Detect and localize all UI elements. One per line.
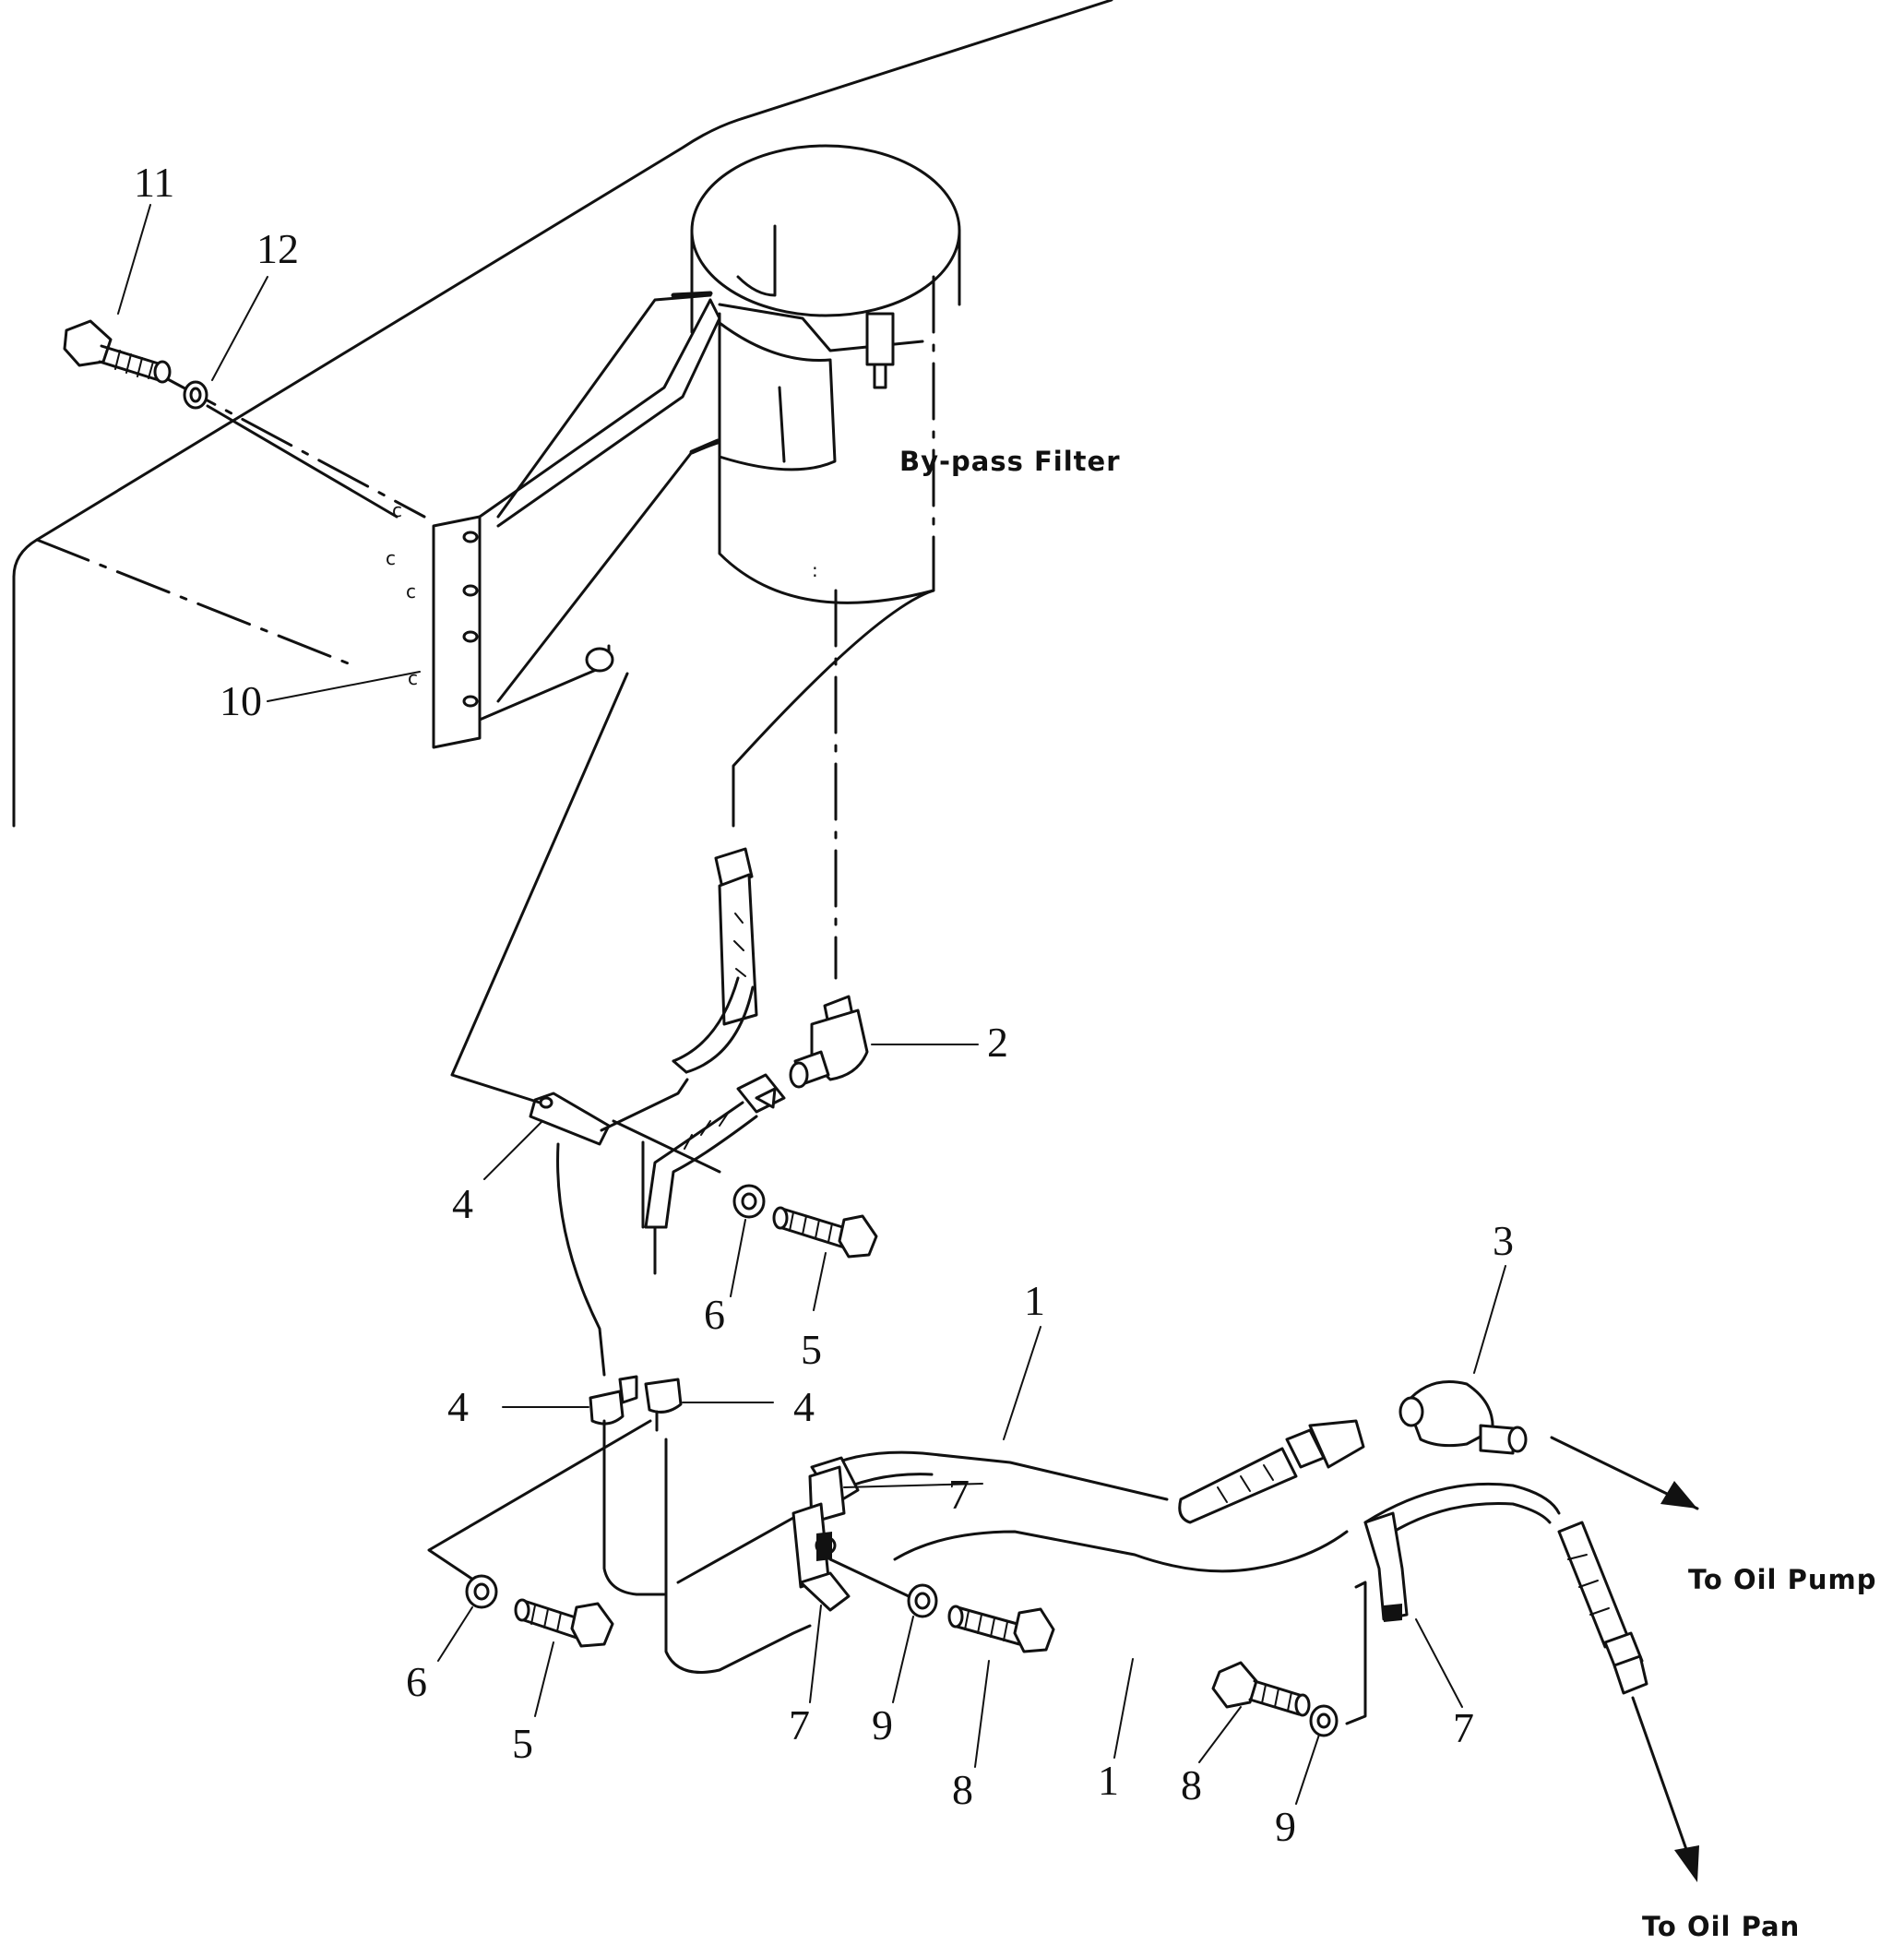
callout-7-upper: 7 [948, 1471, 970, 1518]
hose-to-oil-pan [1557, 1521, 1648, 1695]
washer-6-upper [732, 1184, 766, 1219]
middle-hose [644, 1073, 786, 1275]
bolt-5-lower [514, 1598, 614, 1648]
bolt-8-right [1211, 1661, 1311, 1717]
elbow-3 [1398, 1380, 1528, 1455]
callout-12: 12 [256, 225, 299, 272]
callout-8-left: 8 [952, 1766, 973, 1813]
bypass-filter: : [690, 144, 961, 604]
washer-6-lower [465, 1574, 498, 1609]
svg-text:c: c [406, 580, 416, 603]
bolt-8-left [947, 1605, 1055, 1653]
callout-1-upper: 1 [1024, 1277, 1045, 1324]
arrow-to-oil-pan [1631, 1696, 1699, 1882]
callout-6-upper: 6 [704, 1291, 725, 1338]
mounting-bracket: c c c c [386, 291, 721, 749]
svg-text::: : [812, 559, 818, 581]
pipe-1-upper [810, 1419, 1365, 1524]
washer-12 [183, 380, 208, 410]
lower-pipes [427, 1419, 812, 1674]
callout-9-right: 9 [1275, 1803, 1296, 1850]
to-oil-pan-label: To Oil Pan [1642, 1911, 1800, 1942]
to-oil-pump-label: To Oil Pump [1688, 1564, 1876, 1595]
callout-5-upper: 5 [801, 1326, 822, 1373]
callout-9-left: 9 [872, 1701, 893, 1748]
elbow-2 [789, 589, 869, 1089]
callout-10: 10 [220, 677, 262, 724]
clamp-4-lower [589, 1375, 683, 1441]
bypass-filter-label: By-pass Filter [899, 446, 1121, 477]
pipe-1-lower [893, 1482, 1561, 1573]
callout-4-upper: 4 [452, 1180, 473, 1227]
svg-text:c: c [386, 547, 396, 569]
callout-5-lower: 5 [512, 1720, 533, 1767]
filter-outlet-hose [672, 552, 935, 1074]
callouts: 11 12 10 2 3 4 4 4 6 5 1 7 6 5 7 9 8 1 7… [134, 159, 1514, 1850]
callout-7-right: 7 [1453, 1704, 1474, 1751]
clamp-4-upper [529, 1078, 689, 1377]
elbow-7-right [1345, 1511, 1409, 1725]
leader-lines [117, 204, 1506, 1805]
washer-9-right [1309, 1704, 1339, 1737]
callout-2: 2 [987, 1019, 1008, 1066]
arrow-to-oil-pump [1550, 1436, 1699, 1510]
callout-3: 3 [1493, 1217, 1514, 1264]
callout-6-lower: 6 [406, 1658, 427, 1705]
washer-9-left [907, 1583, 938, 1618]
callout-4-right: 4 [793, 1383, 815, 1430]
callout-7-left: 7 [789, 1701, 810, 1748]
frame-outline [12, 0, 1113, 828]
callout-8-right: 8 [1181, 1761, 1202, 1808]
callout-1-lower: 1 [1098, 1757, 1119, 1804]
callout-11: 11 [134, 159, 174, 206]
svg-text:c: c [408, 667, 418, 689]
bolt-5-upper [772, 1206, 878, 1259]
elbow-7-left [791, 1465, 851, 1612]
callout-4-left: 4 [447, 1383, 469, 1430]
svg-text:c: c [392, 499, 402, 521]
bolt-11 [63, 319, 172, 384]
